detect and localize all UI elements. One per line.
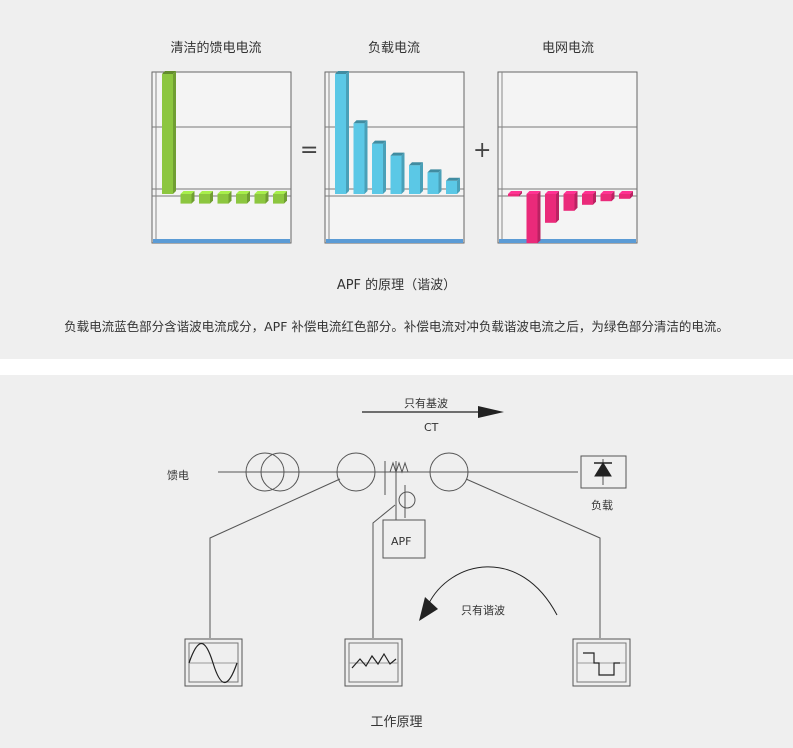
bar-load-3 bbox=[372, 143, 383, 194]
chart-frame-grid bbox=[497, 71, 638, 244]
apf-label: APF bbox=[391, 535, 412, 548]
bar-load-7 bbox=[446, 180, 457, 194]
feed-label: 馈电 bbox=[167, 469, 189, 482]
circuit-diagram bbox=[184, 406, 631, 687]
chart-base-load bbox=[326, 239, 463, 243]
fundamental-only-label: 只有基波 bbox=[404, 397, 448, 410]
ct-left bbox=[336, 452, 376, 492]
bar-clean-6 bbox=[254, 194, 266, 204]
working-principle-caption: 工作原理 bbox=[370, 715, 423, 730]
bar-load-5 bbox=[409, 165, 420, 194]
bar-grid-4 bbox=[563, 194, 575, 211]
transformer-coil-right bbox=[260, 452, 300, 492]
fundamental-arrow-head bbox=[478, 406, 504, 418]
harmonic-only-label: 只有谐波 bbox=[461, 604, 505, 617]
bar-clean-1 bbox=[162, 74, 173, 194]
chart-base-clean bbox=[153, 239, 290, 243]
harmonic-arc bbox=[427, 566, 558, 616]
bar-load-2 bbox=[353, 123, 365, 194]
equals-sign: = bbox=[300, 138, 319, 163]
chart-base-grid bbox=[499, 239, 636, 243]
bar-grid-7 bbox=[619, 194, 630, 199]
bar-clean-2 bbox=[180, 194, 192, 204]
bar-load-6 bbox=[427, 172, 439, 194]
wire-right bbox=[465, 478, 601, 638]
principle-panel: 清洁的馈电电流 负载电流 电网电流 = + APF 的原理（谐波） 负载电流蓝色… bbox=[0, 0, 793, 359]
bar-clean-4 bbox=[217, 194, 229, 204]
principle-caption: APF 的原理（谐波） bbox=[336, 278, 457, 293]
load-box bbox=[580, 455, 627, 489]
chart-title-clean-current: 清洁的馈电电流 bbox=[170, 41, 262, 56]
principle-description: 负载电流蓝色部分含谐波电流成分，APF 补偿电流红色部分。补偿电流对冲负载谐波电… bbox=[64, 319, 729, 334]
wire-middle bbox=[372, 504, 396, 638]
harmonic-charts bbox=[151, 71, 638, 244]
ct-label: CT bbox=[424, 421, 439, 434]
plus-sign: + bbox=[473, 138, 492, 163]
bar-clean-5 bbox=[236, 194, 247, 204]
ct-right bbox=[429, 452, 469, 492]
harmonic-arrow-head bbox=[419, 597, 438, 621]
bar-clean-3 bbox=[199, 194, 210, 204]
apf-inductor bbox=[389, 461, 409, 474]
bar-grid-3 bbox=[545, 194, 556, 223]
scope-square bbox=[572, 638, 631, 687]
chart-title-load-current: 负载电流 bbox=[367, 41, 420, 56]
working-principle-panel: 只有基波 CT 馈电 负载 APF 只有谐波 工作原理 bbox=[0, 375, 793, 748]
apf-box bbox=[382, 519, 426, 559]
bar-grid-1 bbox=[508, 194, 519, 197]
apf-ct bbox=[398, 491, 416, 509]
bar-load-4 bbox=[390, 155, 402, 194]
diode-icon bbox=[594, 462, 612, 477]
scope-sine bbox=[184, 638, 243, 687]
bar-load-1 bbox=[335, 74, 346, 194]
scope-distorted bbox=[344, 638, 403, 687]
bar-clean-7 bbox=[273, 194, 284, 204]
bar-grid-2 bbox=[526, 194, 538, 244]
transformer-coil-left bbox=[245, 452, 285, 492]
load-label: 负载 bbox=[591, 499, 613, 512]
chart-title-grid-current: 电网电流 bbox=[541, 41, 594, 56]
bar-grid-6 bbox=[600, 194, 612, 202]
bar-grid-5 bbox=[582, 194, 593, 205]
wire-left bbox=[209, 478, 341, 638]
